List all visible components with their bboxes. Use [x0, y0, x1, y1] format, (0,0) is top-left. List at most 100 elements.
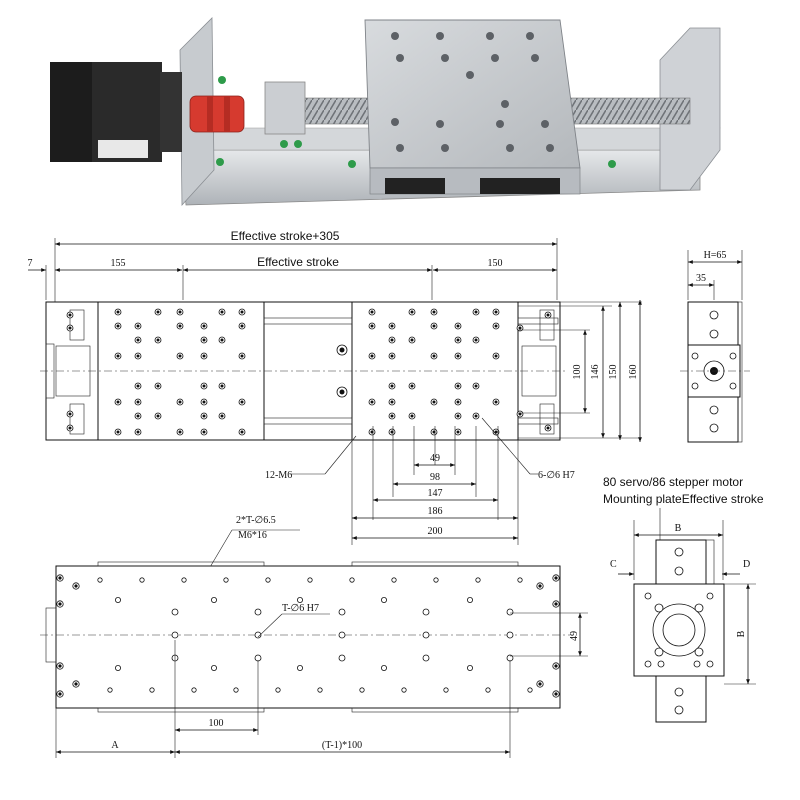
mount-hole-core — [116, 324, 120, 328]
mount-hole-core — [240, 430, 244, 434]
mount-hole — [275, 687, 281, 693]
label-2t-phi65: 2*T-∅6.5 — [236, 515, 276, 526]
mount-hole-core — [410, 414, 414, 418]
mount-hole-core — [116, 400, 120, 404]
mount-hole-core — [156, 414, 160, 418]
mount-hole-core — [554, 602, 558, 606]
mount-hole-core — [390, 354, 394, 358]
mount-hole — [401, 687, 407, 693]
mount-hole — [317, 687, 323, 693]
mount-hole-core — [494, 310, 498, 314]
mount-hole-core — [58, 602, 62, 606]
mount-hole-core — [390, 338, 394, 342]
dim-effective-stroke-305: Effective stroke+305 — [231, 229, 340, 243]
mount-hole-core — [538, 682, 542, 686]
mount-hole-core — [74, 682, 78, 686]
mount-hole-core — [220, 338, 224, 342]
mount-hole-core — [178, 324, 182, 328]
mount-hole-core — [546, 313, 550, 317]
mount-hole — [210, 665, 217, 672]
label-12-m6: 12-M6 — [265, 470, 292, 481]
dim-49-bottom: 49 — [569, 631, 580, 641]
mount-hole-core — [370, 324, 374, 328]
mount-hole — [517, 577, 523, 583]
mount-hole-core — [518, 326, 522, 330]
mount-hole — [181, 577, 187, 583]
dim-100: 100 — [572, 365, 583, 380]
dim-h65: H=65 — [704, 250, 727, 261]
dim-a: A — [111, 740, 119, 751]
mount-hole — [296, 665, 303, 672]
dim-c: C — [610, 559, 617, 570]
dim-147: 147 — [428, 488, 443, 499]
mount-hole-core — [474, 414, 478, 418]
mount-hole — [422, 631, 430, 639]
mount-hole-core — [156, 338, 160, 342]
mount-hole-core — [456, 400, 460, 404]
mount-hole — [391, 577, 397, 583]
mount-hole-core — [116, 354, 120, 358]
mount-hole — [171, 631, 179, 639]
mount-hole — [443, 687, 449, 693]
mount-hole-core — [156, 310, 160, 314]
mount-hole-core — [554, 692, 558, 696]
mount-hole — [380, 597, 387, 604]
mount-hole-core — [494, 400, 498, 404]
mount-hole — [265, 577, 271, 583]
mount-hole-core — [240, 400, 244, 404]
motor-plate-title-1: 80 servo/86 stepper motor — [603, 475, 743, 489]
dim-200: 200 — [428, 526, 443, 537]
mount-hole-core — [220, 414, 224, 418]
mount-hole — [115, 597, 122, 604]
mount-hole-core — [68, 412, 72, 416]
dim-98: 98 — [430, 472, 440, 483]
mount-hole-core — [202, 338, 206, 342]
mount-hole — [223, 577, 229, 583]
mount-hole — [433, 577, 439, 583]
mount-hole — [254, 608, 262, 616]
mount-hole-core — [202, 400, 206, 404]
dim-effective-stroke: Effective stroke — [257, 255, 339, 269]
mount-hole-core — [410, 338, 414, 342]
mount-hole-core — [240, 310, 244, 314]
mount-hole-core — [178, 354, 182, 358]
mount-hole-core — [339, 347, 345, 353]
mount-hole-core — [58, 576, 62, 580]
dim-35: 35 — [696, 273, 706, 284]
mount-hole-core — [410, 310, 414, 314]
mount-hole-core — [202, 384, 206, 388]
mount-hole-core — [390, 414, 394, 418]
mount-hole — [191, 687, 197, 693]
mount-hole-core — [68, 313, 72, 317]
label-t-phi6: T-∅6 H7 — [282, 603, 319, 614]
mount-hole — [210, 597, 217, 604]
mount-hole-core — [432, 310, 436, 314]
mount-hole-core — [546, 426, 550, 430]
mount-hole-core — [456, 354, 460, 358]
mount-hole — [349, 577, 355, 583]
mount-hole-core — [474, 310, 478, 314]
mount-hole-core — [554, 576, 558, 580]
mount-hole-core — [202, 354, 206, 358]
mount-hole-core — [494, 324, 498, 328]
mount-hole — [380, 665, 387, 672]
motor-plate-view: 80 servo/86 stepper motor Mounting plate… — [603, 475, 764, 723]
mount-hole-core — [136, 414, 140, 418]
mount-hole-core — [370, 400, 374, 404]
mount-hole-core — [456, 430, 460, 434]
product-photo — [50, 17, 721, 207]
mount-hole-core — [68, 326, 72, 330]
mount-hole-core — [58, 664, 62, 668]
mount-hole-core — [136, 354, 140, 358]
mount-hole-core — [474, 338, 478, 342]
mount-hole-core — [220, 384, 224, 388]
mount-hole-core — [220, 310, 224, 314]
mount-hole — [506, 631, 514, 639]
mount-hole — [466, 597, 473, 604]
mount-hole-core — [240, 324, 244, 328]
mount-hole-core — [74, 584, 78, 588]
dim-b-top: B — [675, 523, 682, 534]
mount-hole-core — [178, 430, 182, 434]
mount-hole-core — [432, 324, 436, 328]
